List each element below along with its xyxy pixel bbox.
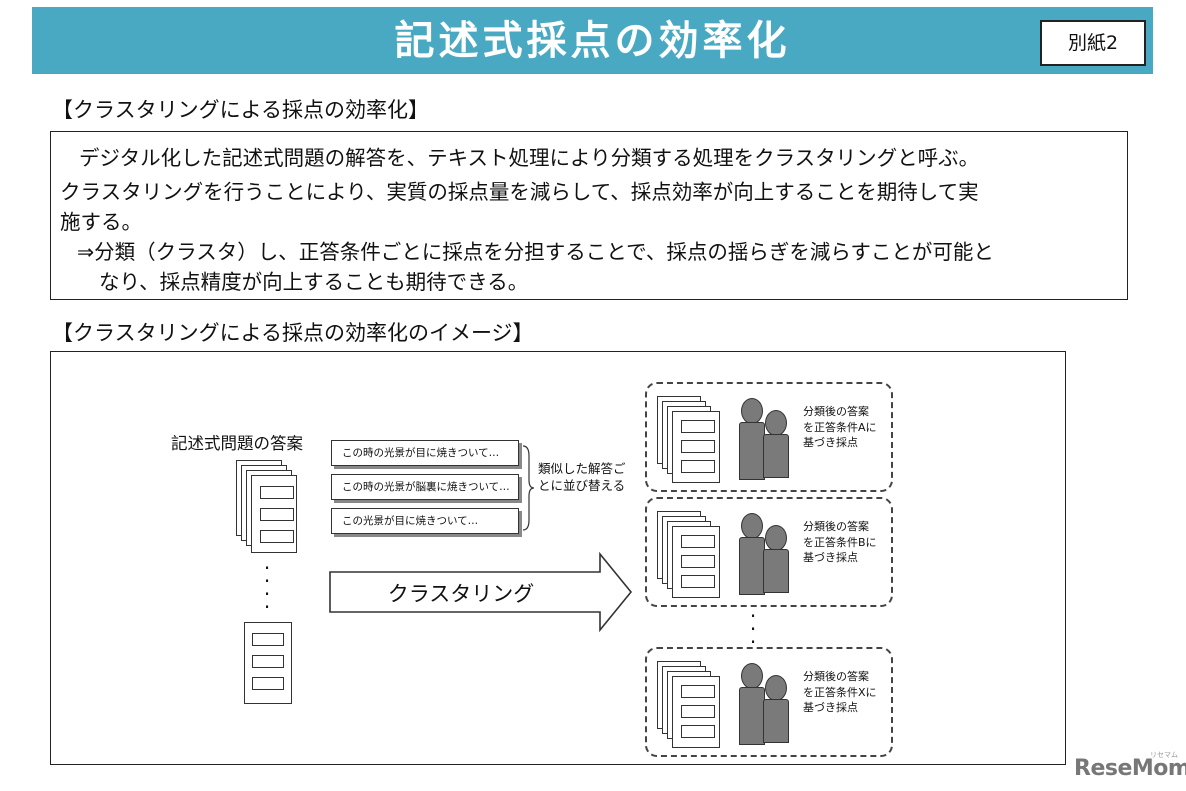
section-heading-image: 【クラスタリングによる採点の効率化のイメージ】 [52,321,534,345]
description-line: なり、採点精度が向上することも期待できる。 [99,270,529,294]
brace-icon [522,445,535,531]
group-description: 分類後の答案を正答条件Xに基づき採点 [803,670,877,714]
group-description: 分類後の答案を正答条件Aに基づき採点 [803,405,877,449]
answer-sample: この光景が目に焼きついて… [331,508,519,534]
ellipsis-dots: ··· [749,604,757,654]
description-line: ⇒分類（クラスタ）し、正答条件ごとに採点を分担することで、採点の揺らぎを減らすこ… [77,240,994,264]
cluster-group-x: 分類後の答案を正答条件Xに基づき採点 [645,647,893,757]
cluster-group-b: 分類後の答案を正答条件Bに基づき採点 [645,497,893,607]
description-box: デジタル化した記述式問題の解答を、テキスト処理により分類する処理をクラスタリング… [50,131,1128,300]
clustering-diagram: 記述式問題の答案 ···· この時の光景が目に焼きついて… この時の光景が脳裏に… [50,351,1066,765]
answer-sample: この時の光景が目に焼きついて… [331,440,519,466]
page-title: 記述式採点の効率化 [394,17,791,64]
cluster-group-a: 分類後の答案を正答条件Aに基づき採点 [645,382,893,492]
group-description: 分類後の答案を正答条件Bに基づき採点 [803,520,877,564]
attachment-label: 別紙2 [1040,20,1146,66]
clustering-label: クラスタリング [387,582,535,606]
section-heading-efficiency: 【クラスタリングによる採点の効率化】 [52,98,429,122]
answer-sheet [244,622,292,704]
description-line: デジタル化した記述式問題の解答を、テキスト処理により分類する処理をクラスタリング… [79,146,980,170]
resemom-logo: ReseMom [1074,756,1186,781]
sort-note: 類似した解答ごとに並び替える [538,461,626,493]
resemom-logo-sub: リセマム [1150,751,1178,759]
description-line: クラスタリングを行うことにより、実質の採点量を減らして、採点効率が向上することを… [60,180,979,204]
description-line: 施する。 [60,210,142,234]
clustering-arrow-icon [329,552,633,632]
answers-label: 記述式問題の答案 [171,434,303,453]
answer-sheet-stack [236,460,306,570]
answer-sample: この時の光景が脳裏に焼きついて… [331,474,519,500]
ellipsis-dots: ···· [263,556,271,619]
title-bar: 記述式採点の効率化 [32,7,1153,74]
